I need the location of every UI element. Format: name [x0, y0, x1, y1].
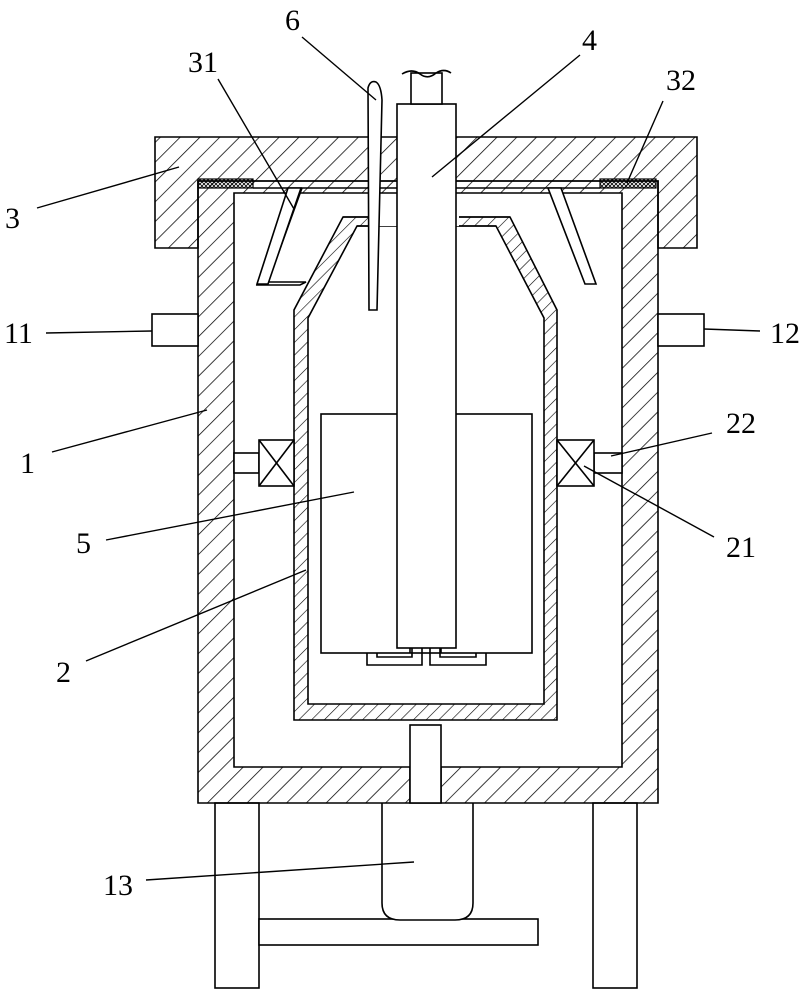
bearing-21-right: [557, 440, 622, 486]
shaft-top: [411, 73, 442, 104]
label-12: 12: [770, 317, 800, 350]
shaft-4: [397, 104, 456, 648]
gasket-left: [198, 179, 253, 188]
label-13: 13: [103, 869, 133, 902]
label-6: 6: [285, 4, 300, 37]
baffle-31-right-plate: [548, 188, 596, 284]
baffle-31-left-plate: [257, 188, 301, 284]
label-21: 21: [726, 531, 756, 564]
probe-6: [368, 82, 382, 310]
label-11: 11: [4, 317, 33, 350]
label-22: 22: [726, 407, 756, 440]
label-4: 4: [582, 24, 597, 57]
label-2: 2: [56, 656, 71, 689]
motor-13: [382, 803, 473, 920]
label-31: 31: [188, 46, 218, 79]
label-5: 5: [76, 527, 91, 560]
label-32: 32: [666, 64, 696, 97]
outlet-port-12: [658, 314, 704, 346]
label-1: 1: [20, 447, 35, 480]
label-3: 3: [5, 202, 20, 235]
inlet-port-11: [152, 314, 198, 346]
bearing-21-left: [234, 440, 294, 486]
bottom-shaft: [410, 725, 441, 803]
